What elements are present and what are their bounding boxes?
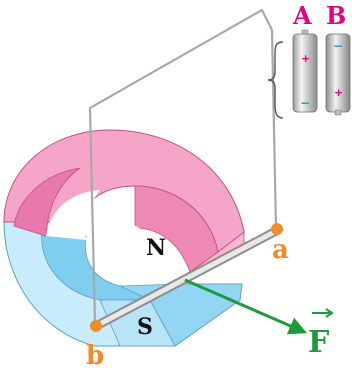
force-label-group: F (308, 308, 334, 360)
force-arrow (184, 278, 307, 335)
pole-south-label: S (137, 314, 153, 340)
battery-b-bottom-sign: + (334, 86, 343, 99)
terminal-a-label: a (272, 235, 289, 265)
terminal-a-dot (271, 223, 283, 235)
battery-a-top-sign: + (301, 52, 310, 65)
brace (267, 41, 284, 119)
battery-a-bottom-sign: − (300, 96, 310, 110)
terminal-b-dot (90, 320, 102, 332)
battery-b-label: B (326, 1, 346, 30)
conducting-rod (91, 225, 283, 331)
battery-a: A + − (292, 1, 318, 113)
force-label: F (308, 325, 329, 360)
terminal-b-label: b (86, 341, 104, 371)
battery-a-label: A (292, 1, 312, 30)
battery-b: B − + (325, 1, 351, 116)
north-pole-magnet (3, 129, 245, 285)
pole-north-label: N (146, 235, 166, 261)
wire-frame (88, 8, 278, 326)
battery-b-top-sign: − (333, 39, 343, 53)
